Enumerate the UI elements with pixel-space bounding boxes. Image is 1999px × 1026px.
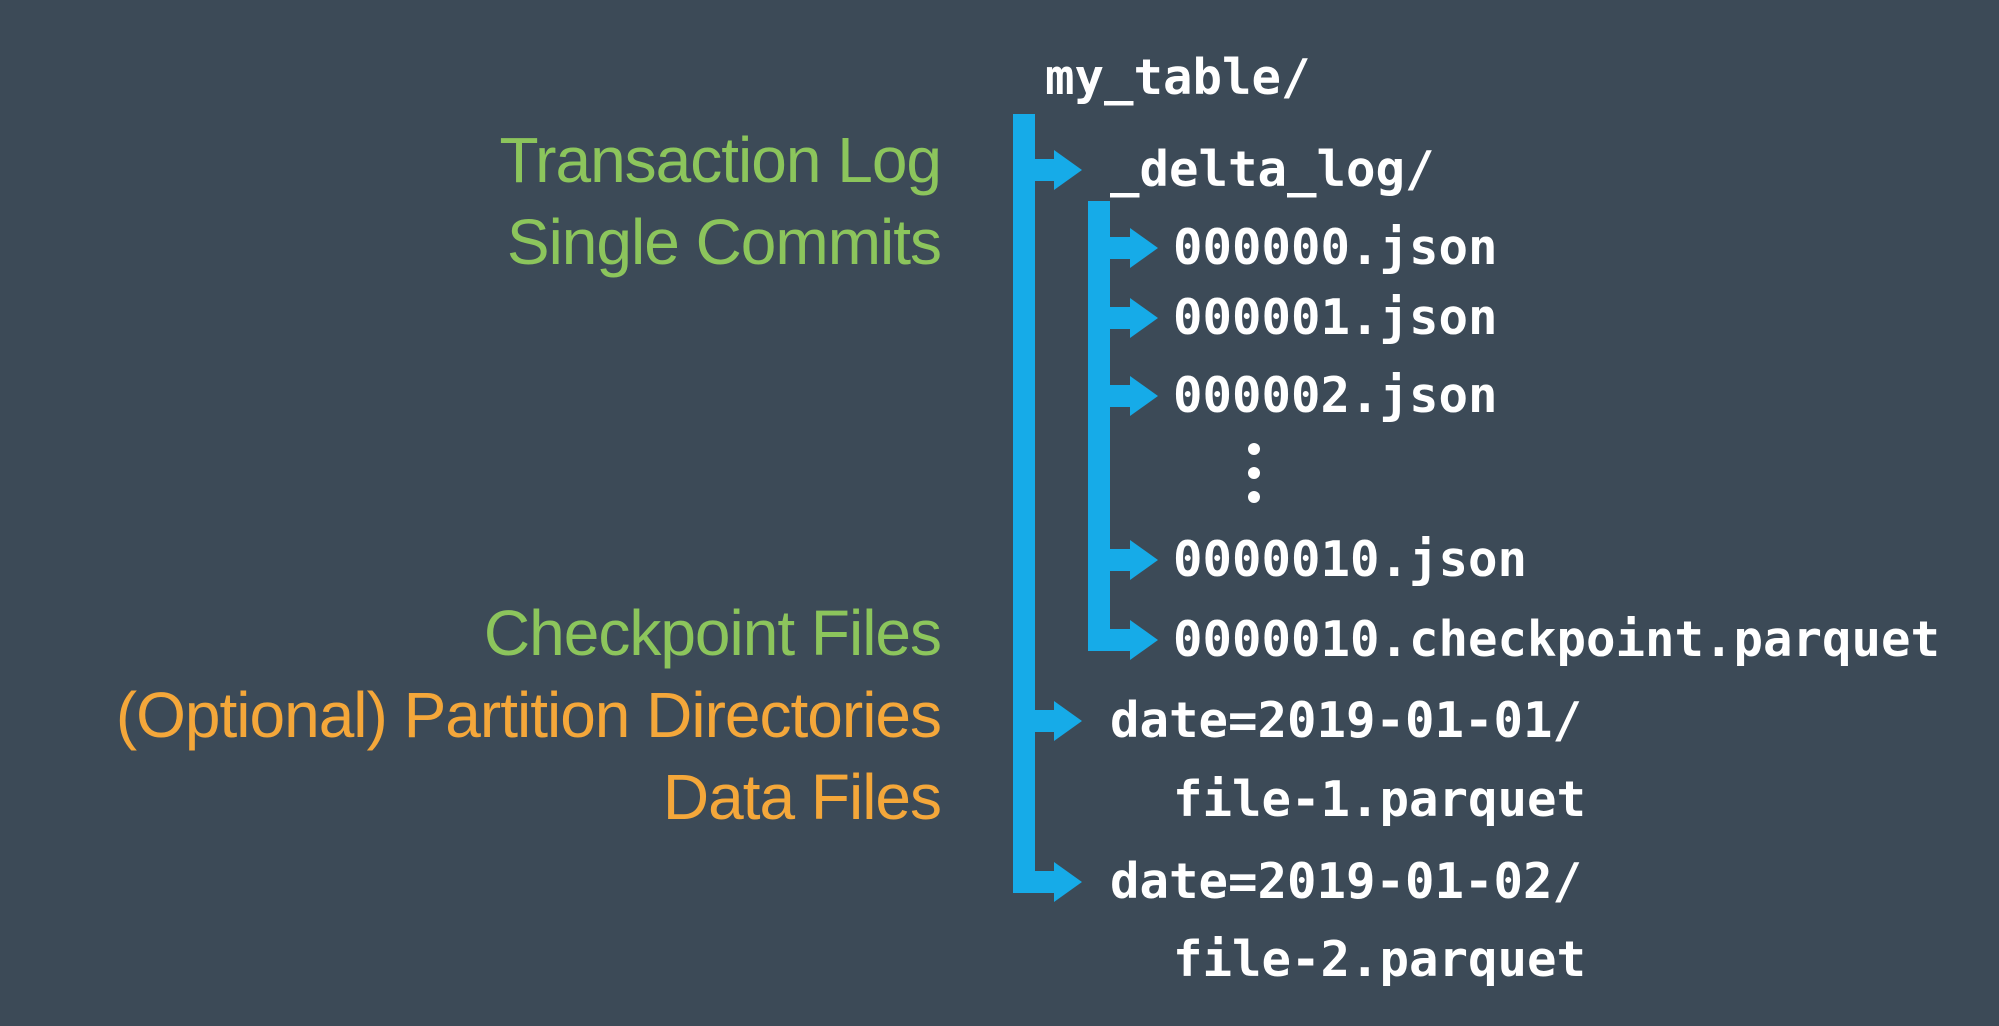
tree-trunk-main-line [1013,114,1035,893]
tree-row-date-2019-01-01: date=2019-01-01/ [1110,692,1583,749]
tree-row-file-2-parquet: file-2.parquet [1173,931,1587,988]
tree-row-my-table: my_table/ [1045,49,1311,106]
tree-row-000001-json: 000001.json [1173,289,1498,346]
tree-row-000002-json: 000002.json [1173,367,1498,424]
label-transaction-log: Transaction Log [499,124,942,196]
tree-trunk-delta-log-line [1088,201,1110,651]
label-data-files: Data Files [662,761,942,833]
tree-row-delta-log: _delta_log/ [1110,141,1435,198]
label-group-transaction-log: Transaction Log Single Commits [0,119,942,283]
label-checkpoint-files: Checkpoint Files [483,597,942,669]
label-partition-directories: (Optional) Partition Directories [115,679,942,751]
label-single-commits: Single Commits [506,206,942,278]
label-group-files: Checkpoint Files (Optional) Partition Di… [0,592,942,838]
tree-row-file-1-parquet: file-1.parquet [1173,771,1587,828]
ellipsis-more-commits [1248,443,1260,515]
tree-row-checkpoint-parquet: 0000010.checkpoint.parquet [1173,611,1941,668]
tree-row-0000010-json: 0000010.json [1173,531,1528,588]
tree-row-date-2019-01-02: date=2019-01-02/ [1110,853,1583,910]
tree-row-000000-json: 000000.json [1173,219,1498,276]
